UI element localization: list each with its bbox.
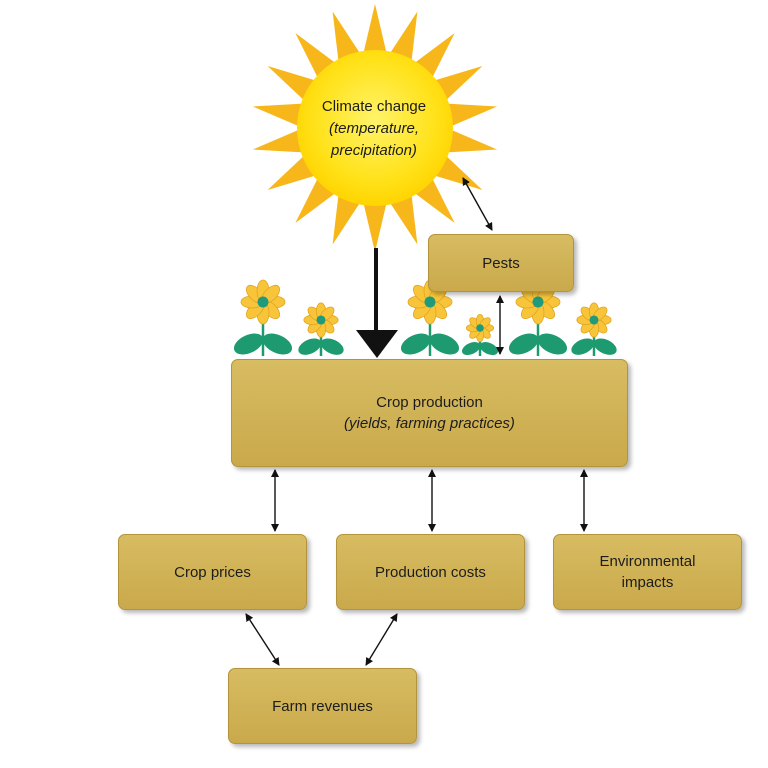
crop-production-detail: (yields, farming practices): [344, 415, 515, 432]
arrow-climate-pests: [462, 177, 493, 231]
sun-core: [297, 50, 453, 206]
crop-prices-box: Crop prices: [118, 534, 307, 610]
production-costs-label: Production costs: [375, 563, 486, 581]
arrow-production-costs-farm-revenues: [365, 613, 398, 666]
arrow-crop-prices-farm-revenues: [245, 613, 280, 666]
flower-icon: [233, 279, 293, 356]
crop-production-box: Crop production (yields, farming practic…: [231, 359, 628, 467]
pests-box: Pests: [428, 234, 574, 292]
farm-revenues-box: Farm revenues: [228, 668, 417, 744]
arrow-climate-to-crop-production-head: [356, 330, 398, 358]
climate-change-title: Climate change: [321, 98, 427, 115]
farm-revenues-label: Farm revenues: [272, 697, 373, 715]
environmental-impacts-line-1: Environmental: [599, 553, 696, 570]
pests-label: Pests: [482, 254, 520, 272]
sun-icon: [252, 4, 498, 252]
environmental-impacts-box: Environmental impacts: [553, 534, 742, 610]
climate-change-detail-2: precipitation): [331, 142, 417, 159]
environmental-impacts-line-2: impacts: [621, 574, 674, 591]
flower-icon: [298, 302, 344, 356]
flower-icon: [400, 279, 460, 356]
climate-change-detail-1: (temperature,: [328, 120, 420, 137]
arrows: [245, 177, 588, 666]
flower-icon: [461, 313, 499, 356]
flower-icon: [571, 302, 617, 356]
crop-prices-label: Crop prices: [174, 563, 251, 581]
production-costs-box: Production costs: [336, 534, 525, 610]
climate-change-label: Climate change (temperature, precipitati…: [290, 96, 458, 162]
crop-production-title: Crop production: [376, 394, 483, 411]
